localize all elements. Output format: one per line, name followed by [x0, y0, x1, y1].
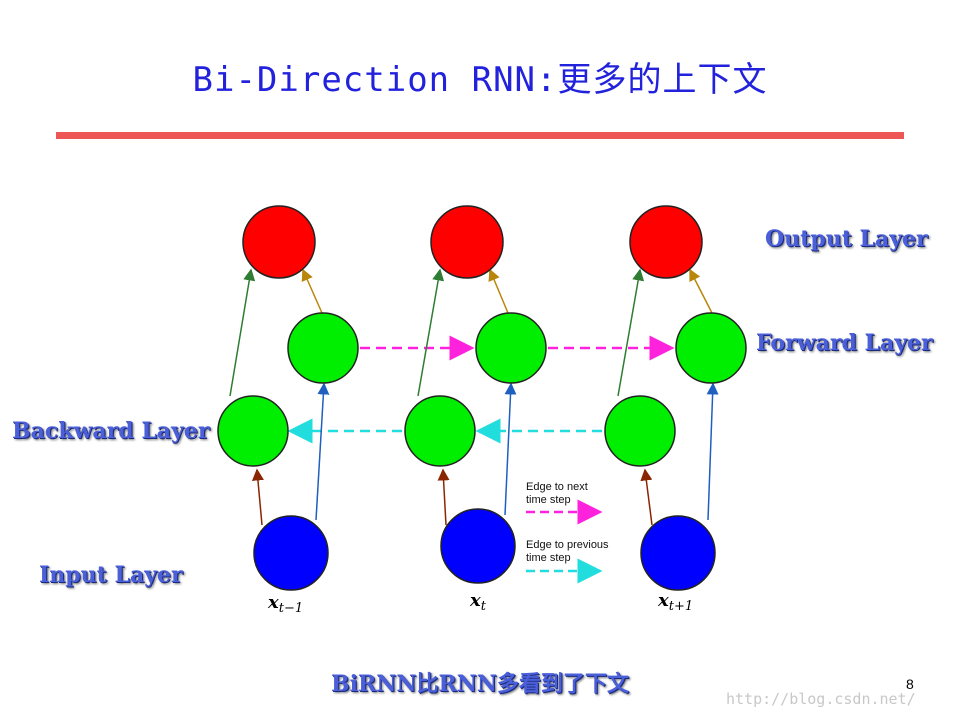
edge-input3-backward3 [640, 468, 653, 526]
forward-node-1 [287, 312, 359, 384]
edge-forward3-output3 [689, 268, 713, 314]
legend-next-text-2: time step [526, 494, 571, 506]
backward-node-3 [604, 395, 676, 467]
page-number: 8 [906, 676, 914, 692]
legend-next-text-1: Edge to next [526, 481, 588, 493]
input-node-1 [253, 515, 329, 591]
slide-title: Bi-Direction RNN:更多的上下文 [192, 60, 768, 100]
title-divider [56, 132, 904, 139]
edge-input1-forward1 [315, 382, 330, 521]
edge-input3-forward3 [706, 382, 719, 521]
backward-layer-label: Backward Layer [12, 418, 210, 444]
edge-backward3-output3 [617, 268, 645, 397]
edge-backward2-output2 [417, 268, 445, 397]
input-layer-label: Input Layer [39, 562, 183, 588]
legend: Edge to next time step Edge to previous … [526, 481, 609, 584]
edge-backward1-output1 [229, 268, 256, 397]
forward-layer-label: Forward Layer [756, 330, 933, 356]
input-node-3 [640, 515, 716, 591]
forward-node-3 [675, 312, 747, 384]
edge-forward2-output2 [488, 268, 509, 314]
output-node-3 [629, 205, 703, 279]
edge-input1-backward1 [251, 468, 264, 526]
legend-prev-text-1: Edge to previous [526, 539, 609, 551]
backward-node-1 [217, 395, 289, 467]
backward-node-2 [404, 395, 476, 467]
legend-prev-text-2: time step [526, 552, 571, 564]
edge-input2-backward2 [437, 468, 450, 526]
input-label-prev: xt−1 [267, 592, 303, 616]
slide-caption: BiRNN比RNN多看到了下文 [331, 671, 629, 697]
output-node-1 [242, 205, 316, 279]
input-label-next: xt+1 [657, 590, 693, 614]
forward-node-2 [475, 312, 547, 384]
watermark-url: http://blog.csdn.net/ [726, 690, 916, 708]
edge-input2-forward2 [504, 382, 517, 516]
input-node-2 [440, 508, 516, 584]
input-label-curr: xt [469, 590, 487, 614]
output-node-2 [430, 205, 504, 279]
edge-forward1-output1 [301, 268, 323, 314]
output-layer-label: Output Layer [765, 226, 928, 252]
